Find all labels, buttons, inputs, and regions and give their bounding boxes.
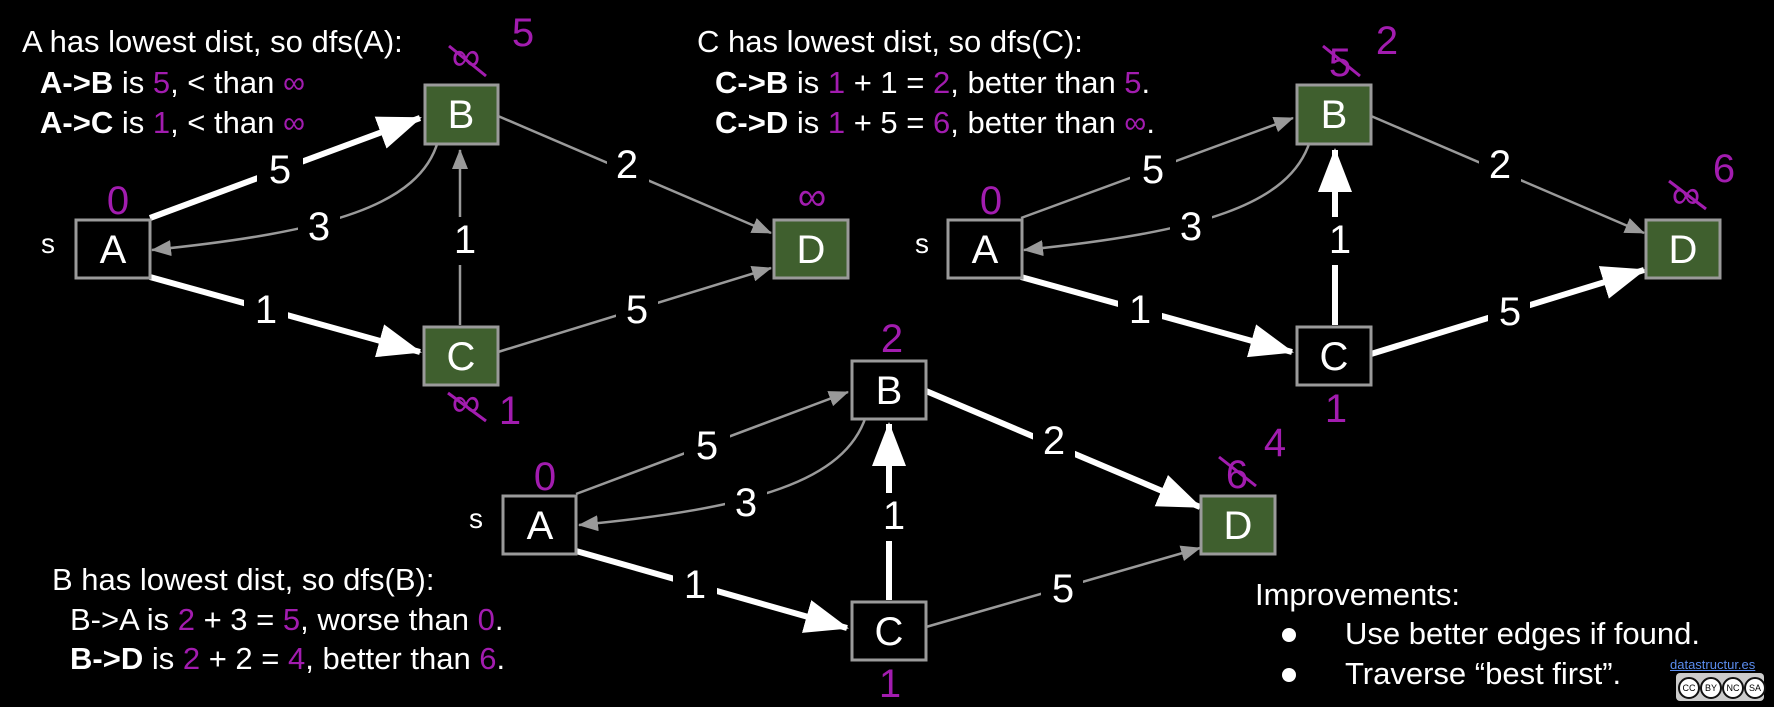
node-b <box>423 83 500 146</box>
dist-b-old: ∞ <box>452 35 481 79</box>
panel2-graph: A B C D s 5 3 1 1 2 5 0 <box>915 19 1735 431</box>
node-b-label: B <box>448 93 475 137</box>
dist-b: 2 <box>881 317 903 361</box>
node-d-label: D <box>1224 504 1253 548</box>
weight-a-b: 5 <box>1142 148 1164 192</box>
node-c-label: C <box>875 610 904 654</box>
weight-c-b: 1 <box>454 218 476 262</box>
node-c <box>422 325 500 387</box>
weight-b-a: 3 <box>308 205 330 249</box>
edge-b-a <box>151 140 440 257</box>
node-d <box>772 218 850 280</box>
dist-d: ∞ <box>798 175 827 219</box>
weight-c-d: 5 <box>626 288 648 332</box>
dist-b-new: 2 <box>1376 19 1398 63</box>
panel1-heading: A has lowest dist, so dfs(A): <box>22 24 403 59</box>
weight-c-b: 1 <box>1329 218 1351 262</box>
cc-license-icon: CC BY NC SA <box>1676 673 1766 701</box>
node-d-label: D <box>1669 228 1698 272</box>
source-label: s <box>469 503 483 534</box>
node-b-label: B <box>876 369 903 413</box>
weight-b-d: 2 <box>616 143 638 187</box>
dist-d-new: 6 <box>1713 147 1735 191</box>
strike-d <box>1668 179 1707 211</box>
weight-a-c: 1 <box>684 563 706 607</box>
weight-a-b: 5 <box>696 424 718 468</box>
weight-a-c: 1 <box>255 288 277 332</box>
weight-b-d: 2 <box>1489 143 1511 187</box>
weight-c-d: 5 <box>1052 567 1074 611</box>
panel3-line1: B->A is 2 + 3 = 5, worse than 0. <box>70 602 504 637</box>
node-d-label: D <box>797 228 826 272</box>
dist-a: 0 <box>107 179 129 223</box>
strike-b <box>1322 44 1361 78</box>
panel1-graph: A B C D s 5 3 1 1 2 5 0 <box>41 11 850 433</box>
edge-b-a <box>1023 140 1312 257</box>
improvements-list: Use better edges if found. Traverse “bes… <box>1255 614 1700 694</box>
dist-a: 0 <box>980 179 1002 223</box>
panel2-heading: C has lowest dist, so dfs(C): <box>697 24 1083 59</box>
node-c-label: C <box>447 335 476 379</box>
dist-c: 1 <box>879 662 901 706</box>
site-credit-link[interactable]: datastructur.es <box>1670 657 1756 672</box>
panel2-line2: C->D is 1 + 5 = 6, better than ∞. <box>715 105 1156 140</box>
panel3-heading: B has lowest dist, so dfs(B): <box>52 562 435 597</box>
node-a-label: A <box>100 228 127 272</box>
weight-b-a: 3 <box>735 481 757 525</box>
dist-b-old: 5 <box>1329 41 1351 85</box>
improvement-item: Traverse “best first”. <box>1255 654 1700 694</box>
node-c-label: C <box>1320 335 1349 379</box>
node-c <box>850 600 928 662</box>
strike-b <box>448 44 487 78</box>
dist-c-old: ∞ <box>452 381 481 425</box>
panel2-line1: C->B is 1 + 1 = 2, better than 5. <box>715 65 1151 100</box>
dist-d-new: 4 <box>1264 421 1286 465</box>
dist-d-old: 6 <box>1226 453 1248 497</box>
node-d <box>1644 218 1722 280</box>
weight-b-a: 3 <box>1180 205 1202 249</box>
improvements-title: Improvements: <box>1255 577 1461 612</box>
source-label: s <box>41 228 55 259</box>
source-label: s <box>915 228 929 259</box>
weight-c-b: 1 <box>883 494 905 538</box>
weight-b-d: 2 <box>1043 419 1065 463</box>
dist-c-new: 1 <box>499 389 521 433</box>
dist-a: 0 <box>534 455 556 499</box>
panel3-graph: A B C D s 5 3 1 1 2 5 0 <box>469 317 1286 706</box>
node-a <box>74 218 152 280</box>
node-a-label: A <box>527 504 554 548</box>
weight-a-b: 5 <box>269 148 291 192</box>
node-a-label: A <box>972 228 999 272</box>
edge-b-a <box>578 415 868 532</box>
panel1-line1: A->B is 5, < than ∞ <box>40 65 306 100</box>
node-b-label: B <box>1321 93 1348 137</box>
node-c <box>1295 325 1373 387</box>
panel1-line2: A->C is 1, < than ∞ <box>40 105 306 140</box>
weight-a-c: 1 <box>1129 288 1151 332</box>
improvement-item: Use better edges if found. <box>1255 614 1700 654</box>
panel3-line2: B->D is 2 + 2 = 4, better than 6. <box>70 641 506 676</box>
dist-b-new: 5 <box>512 11 534 55</box>
dist-c: 1 <box>1325 387 1347 431</box>
node-d <box>1199 494 1277 556</box>
strike-d <box>1218 455 1257 488</box>
node-b <box>850 359 928 421</box>
node-b <box>1295 83 1373 146</box>
node-a <box>501 494 578 556</box>
weight-c-d: 5 <box>1499 290 1521 334</box>
node-a <box>946 218 1024 280</box>
strike-c <box>447 391 487 423</box>
